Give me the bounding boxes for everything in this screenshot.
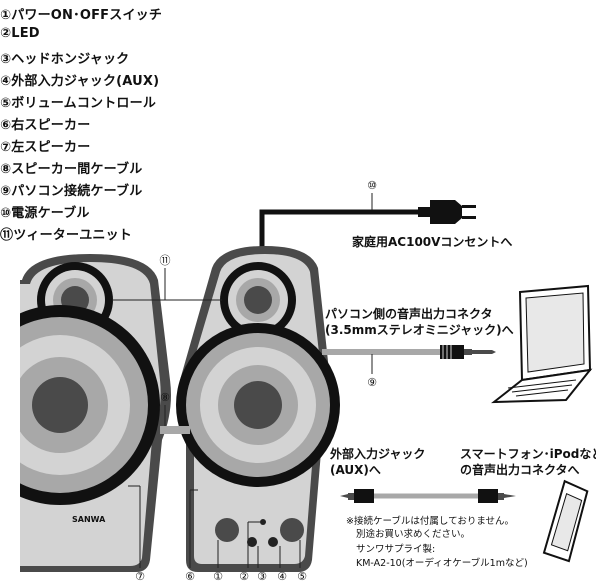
phone-label-1: スマートフォン･iPodなど: [460, 447, 596, 461]
aux-label-2: (AUX)へ: [330, 463, 381, 477]
legend-item-power-switch: ①パワーON･OFFスイッチ: [0, 8, 163, 23]
callout-10: ⑩: [367, 179, 377, 192]
phone-label-2: の音声出力コネクタへ: [460, 462, 580, 477]
note-line-3: サンワサプライ製:: [356, 543, 435, 555]
power-switch-knob[interactable]: [215, 518, 239, 542]
legend-item-tweeter: ⑪ツィーターユニット: [0, 228, 133, 243]
smartphone-icon: [542, 479, 589, 563]
legend-item-right-speaker: ⑥右スピーカー: [0, 118, 91, 133]
legend-item-speaker-cable: ⑧スピーカー間ケーブル: [0, 162, 143, 177]
legend-item-power-cable: ⑩電源ケーブル: [0, 206, 90, 221]
legend-item-pc-cable: ⑨パソコン接続ケーブル: [0, 184, 143, 199]
pc-output-label-1: パソコン側の音声出力コネクタ: [325, 306, 493, 321]
legend-item-headphone-jack: ③ヘッドホンジャック: [0, 52, 130, 67]
headphone-jack[interactable]: [247, 537, 257, 547]
power-plug-icon: [418, 200, 476, 224]
right-speaker: [176, 246, 340, 572]
laptop-icon: [491, 284, 593, 404]
callout-5: ⑤: [297, 570, 307, 583]
aux-label-1: 外部入力ジャック: [330, 446, 425, 461]
callout-9: ⑨: [367, 376, 377, 389]
power-cable: [259, 209, 420, 262]
callout-3: ③: [257, 570, 267, 583]
callout-6: ⑥: [185, 570, 195, 583]
led-indicator: [260, 519, 266, 525]
aux-cable: [340, 489, 516, 503]
callout-7: ⑦: [135, 570, 145, 583]
callout-4: ④: [277, 570, 287, 583]
legend-item-aux-jack: ④外部入力ジャック(AUX): [0, 74, 160, 89]
callout-2: ②: [239, 570, 249, 583]
callout-8: ⑧: [160, 391, 170, 404]
callout-11: ⑪: [160, 254, 171, 267]
note-line-1: ※接続ケーブルは付属しておりません。: [346, 515, 514, 527]
bottom-leaders: [128, 485, 301, 568]
left-speaker: SANWA: [0, 254, 171, 580]
legend-item-volume: ⑤ボリュームコントロール: [0, 96, 157, 111]
callout-1: ①: [213, 570, 223, 583]
note-line-4: KM-A2-10(オーディオケーブル1mなど): [356, 557, 528, 569]
legend-item-left-speaker: ⑦左スピーカー: [0, 140, 91, 155]
ac-outlet-label: 家庭用AC100Vコンセントへ: [352, 234, 512, 249]
pc-output-label-2: (3.5mmステレオミニジャック)へ: [325, 323, 514, 337]
legend-item-led: ②LED: [0, 26, 40, 41]
aux-input-jack[interactable]: [268, 537, 278, 547]
brand-logo: SANWA: [72, 515, 106, 524]
inter-speaker-cable: [160, 426, 190, 434]
volume-knob[interactable]: [280, 518, 304, 542]
mini-plug-icon: [440, 345, 496, 359]
note-line-2: 別途お買い求めください。: [356, 528, 470, 540]
